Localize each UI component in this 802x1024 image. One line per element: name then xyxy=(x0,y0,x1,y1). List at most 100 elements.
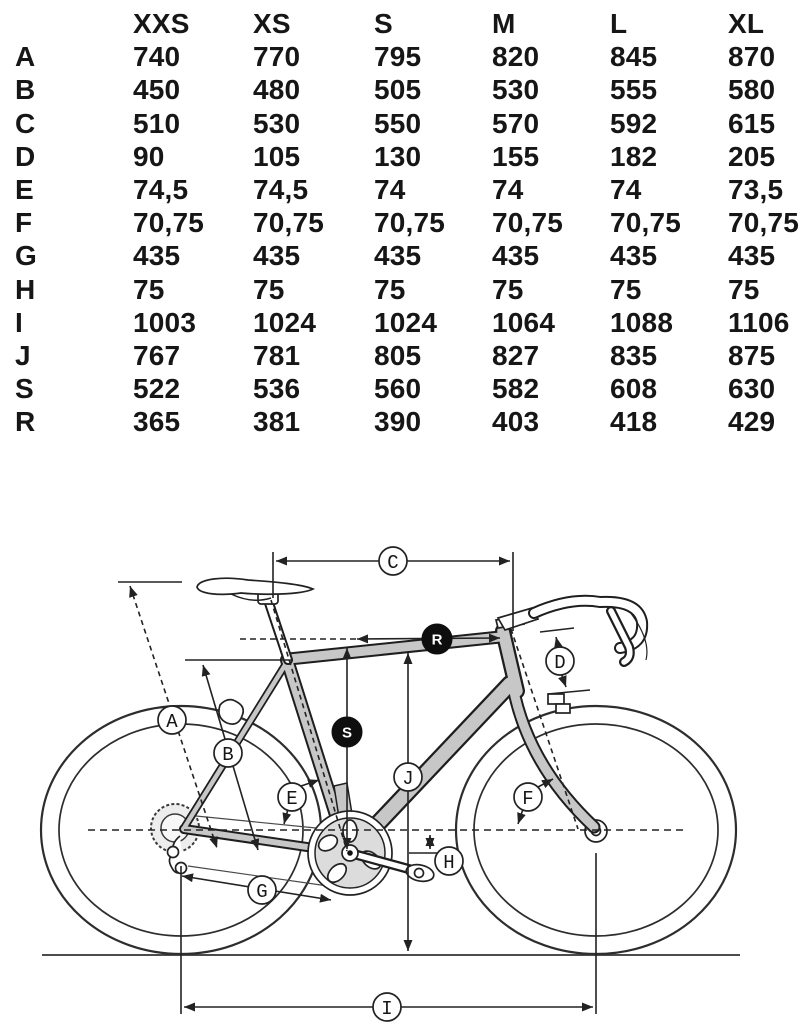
table-cell: 592 xyxy=(610,107,658,139)
table-cell: 795 xyxy=(374,41,422,73)
dim-marker-h: H xyxy=(434,846,464,876)
table-cell: 630 xyxy=(728,373,776,405)
table-cell: 770 xyxy=(253,41,301,73)
dim-marker-c: C xyxy=(378,546,408,576)
dim-marker-e: E xyxy=(277,782,307,812)
size-column-header: L xyxy=(610,8,628,39)
table-cell: 827 xyxy=(492,340,540,372)
rear-brake xyxy=(218,698,245,725)
dim-marker-f: F xyxy=(513,782,543,812)
table-cell: 555 xyxy=(610,74,658,106)
table-cell: 615 xyxy=(728,107,776,139)
table-cell: 418 xyxy=(610,406,658,438)
table-cell: 510 xyxy=(133,107,181,139)
row-label-b: B xyxy=(15,74,36,106)
table-cell: 70,75 xyxy=(253,207,325,239)
steering-axis-line xyxy=(510,628,579,830)
dim-e xyxy=(282,779,320,825)
table-cell: 820 xyxy=(492,41,540,73)
table-cell: 70,75 xyxy=(133,207,205,239)
table-cell: 435 xyxy=(374,240,422,272)
table-cell: 450 xyxy=(133,74,181,106)
seat-axis-line xyxy=(270,599,348,852)
table-cell: 550 xyxy=(374,107,422,139)
svg-text:E: E xyxy=(286,788,297,810)
table-cell: 1106 xyxy=(728,306,790,338)
table-cell: 130 xyxy=(374,140,422,172)
dim-marker-r: R xyxy=(421,623,453,655)
table-cell: 75 xyxy=(610,273,642,305)
table-cell: 480 xyxy=(253,74,301,106)
table-cell: 781 xyxy=(253,340,301,372)
table-cell: 105 xyxy=(253,140,301,172)
table-cell: 75 xyxy=(374,273,406,305)
table-cell: 75 xyxy=(253,273,285,305)
table-cell: 74 xyxy=(374,174,406,206)
table-cell: 1064 xyxy=(492,306,556,338)
row-label-s: S xyxy=(15,373,34,405)
table-cell: 75 xyxy=(492,273,524,305)
table-cell: 403 xyxy=(492,406,540,438)
table-cell: 74 xyxy=(492,174,524,206)
saddle xyxy=(196,577,316,601)
table-cell: 155 xyxy=(492,140,540,172)
svg-text:D: D xyxy=(554,652,565,674)
dim-marker-g: G xyxy=(247,875,277,905)
svg-text:J: J xyxy=(402,768,413,790)
table-cell: 70,75 xyxy=(374,207,446,239)
svg-text:R: R xyxy=(432,632,443,649)
svg-text:C: C xyxy=(387,552,398,574)
table-cell: 435 xyxy=(728,240,776,272)
size-column-header: XS xyxy=(253,8,291,39)
table-cell: 1024 xyxy=(253,306,317,338)
table-cell: 845 xyxy=(610,41,658,73)
table-cell: 505 xyxy=(374,74,422,106)
table-cell: 522 xyxy=(133,373,181,405)
table-cell: 70,75 xyxy=(492,207,564,239)
svg-text:F: F xyxy=(522,788,533,810)
table-cell: 70,75 xyxy=(610,207,682,239)
table-cell: 381 xyxy=(253,406,301,438)
svg-text:A: A xyxy=(166,711,178,733)
table-cell: 75 xyxy=(133,273,165,305)
table-cell: 1003 xyxy=(133,306,197,338)
table-cell: 767 xyxy=(133,340,181,372)
dim-marker-s: S xyxy=(331,716,363,748)
table-cell: 182 xyxy=(610,140,658,172)
dim-marker-d: D xyxy=(545,646,575,676)
handlebar xyxy=(494,594,649,667)
row-label-i: I xyxy=(15,306,23,338)
table-cell: 582 xyxy=(492,373,540,405)
svg-text:B: B xyxy=(222,744,233,766)
dim-marker-j: J xyxy=(393,762,423,792)
table-cell: 74 xyxy=(610,174,642,206)
frame xyxy=(179,623,601,862)
row-label-h: H xyxy=(15,273,36,305)
table-cell: 740 xyxy=(133,41,181,73)
table-cell: 73,5 xyxy=(728,174,784,206)
row-label-e: E xyxy=(15,174,34,206)
size-column-header: XL xyxy=(728,8,765,39)
svg-text:G: G xyxy=(256,881,267,903)
table-cell: 875 xyxy=(728,340,776,372)
table-cell: 205 xyxy=(728,140,776,172)
table-cell: 435 xyxy=(253,240,301,272)
table-cell: 429 xyxy=(728,406,776,438)
table-cell: 835 xyxy=(610,340,658,372)
svg-text:I: I xyxy=(381,998,392,1020)
table-cell: 870 xyxy=(728,41,776,73)
dim-marker-a: A xyxy=(157,705,187,735)
table-cell: 530 xyxy=(492,74,540,106)
dim-marker-b: B xyxy=(213,738,243,768)
dim-marker-i: I xyxy=(372,992,402,1022)
row-label-a: A xyxy=(15,41,36,73)
table-cell: 435 xyxy=(610,240,658,272)
table-cell: 1088 xyxy=(610,306,674,338)
size-column-header: M xyxy=(492,8,516,39)
table-cell: 570 xyxy=(492,107,540,139)
dim-f xyxy=(517,778,554,825)
row-label-j: J xyxy=(15,340,31,372)
table-cell: 536 xyxy=(253,373,301,405)
